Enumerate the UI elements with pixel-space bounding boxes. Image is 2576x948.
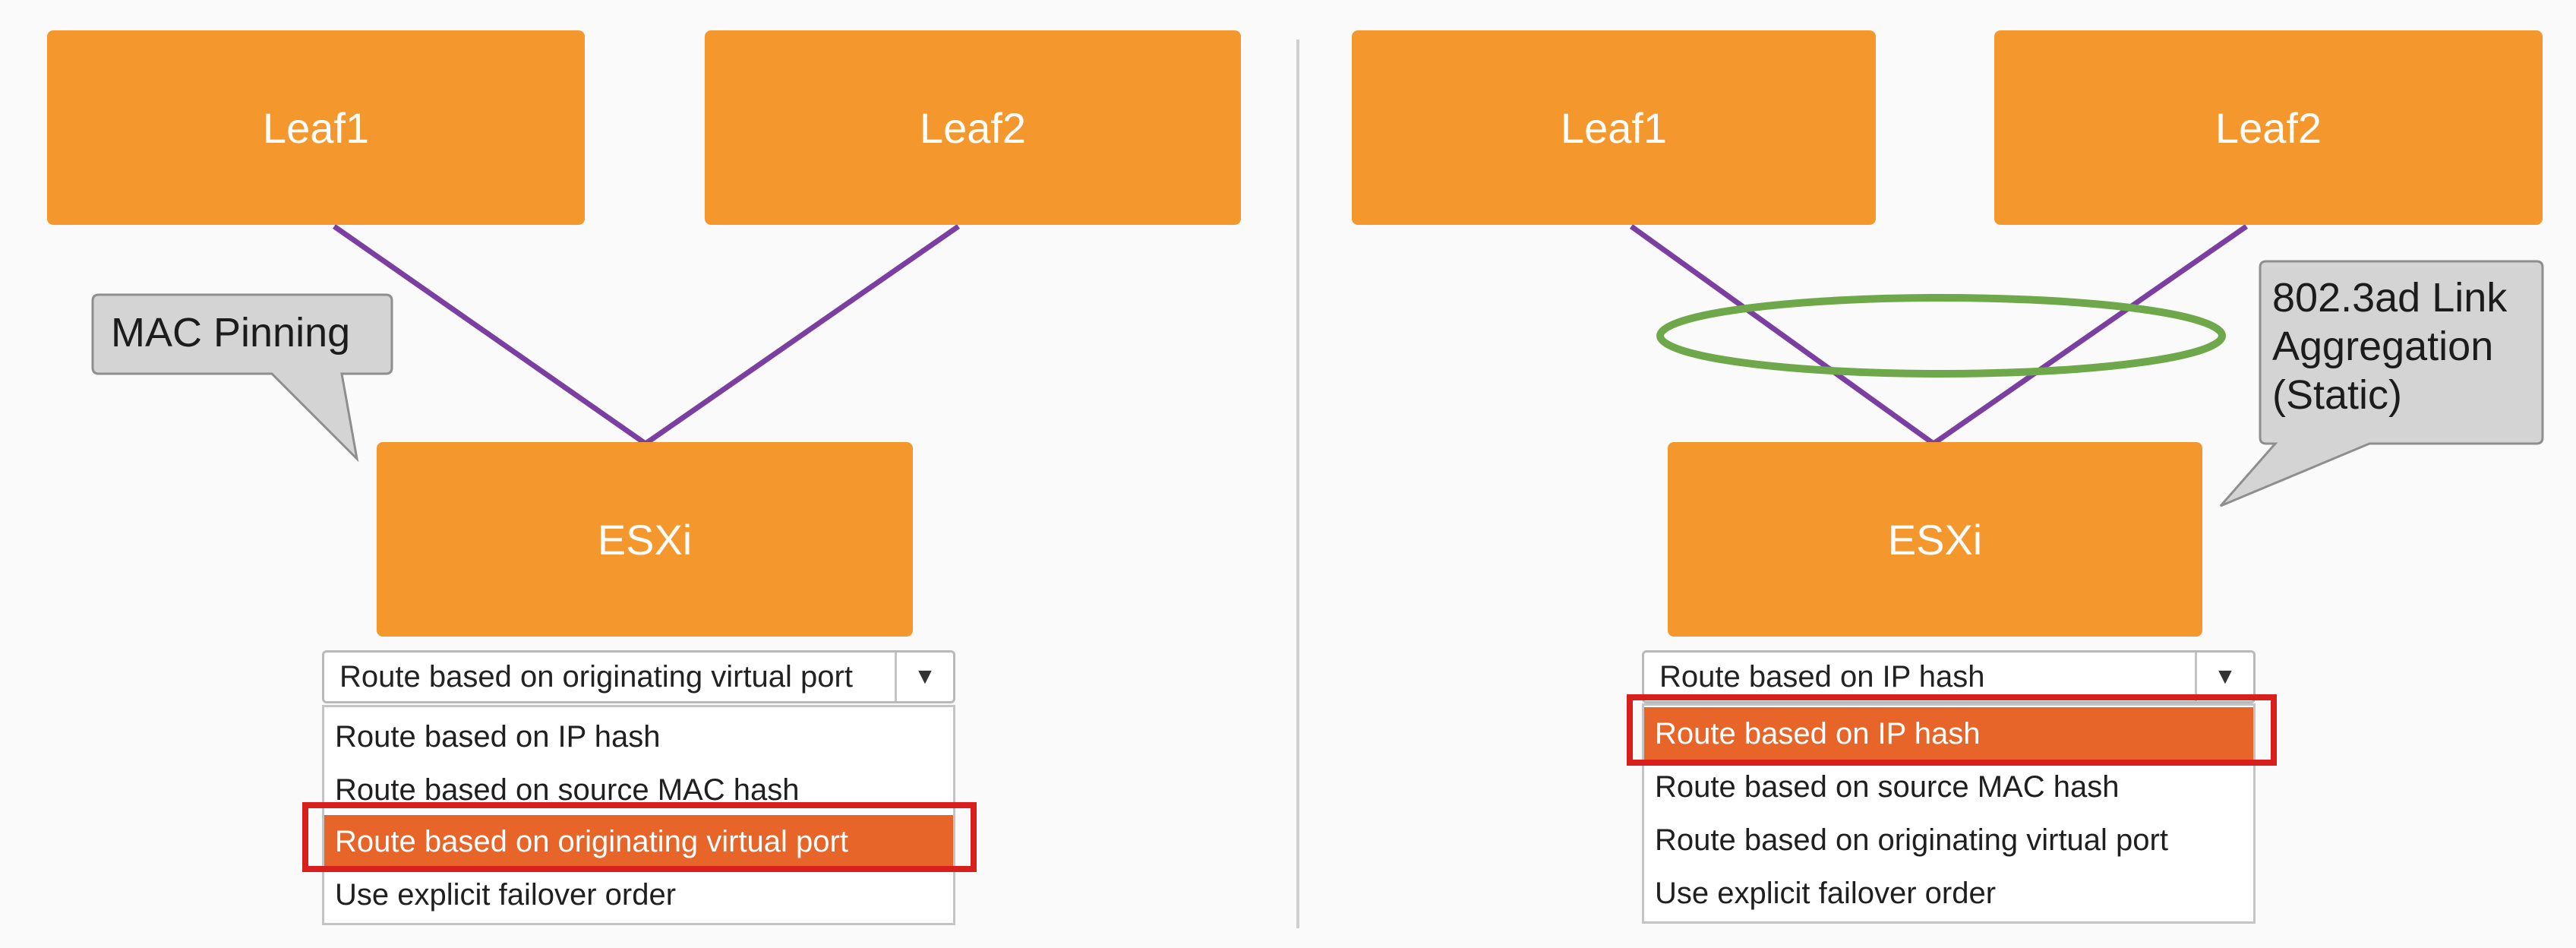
right-link-leaf1-esxi: [1629, 224, 1936, 446]
esxi-label: ESXi: [597, 515, 693, 564]
esxi-label: ESXi: [1887, 515, 1983, 564]
select-value: Route based on IP hash: [1659, 659, 1985, 694]
right-panel-link-aggregation: Leaf1 Leaf2 ESXi 802.3ad Link Aggregatio…: [1306, 0, 2576, 948]
esxi-host: ESXi: [1668, 442, 2202, 637]
left-panel-mac-pinning: Leaf1 Leaf2 ESXi MAC Pinning Route based…: [47, 30, 1241, 925]
callout-text: 802.3ad Link Aggregation (Static): [2272, 273, 2507, 419]
esxi-host: ESXi: [377, 442, 913, 637]
left-link-leaf2-esxi: [644, 224, 960, 446]
left-links: [332, 224, 960, 446]
option-originating-virtual-port[interactable]: Route based on originating virtual port: [1655, 823, 2168, 857]
option-source-mac-hash[interactable]: Route based on source MAC hash: [335, 773, 800, 807]
right-link-leaf2-esxi: [1932, 224, 2248, 446]
select-value: Route based on originating virtual port: [339, 659, 853, 694]
callout-line-1: 802.3ad Link: [2272, 275, 2508, 321]
leaf2-switch: Leaf2: [1994, 30, 2543, 225]
teaming-policy-menu: Route based on IP hash Route based on so…: [1642, 703, 2256, 924]
right-links: [1629, 224, 2248, 446]
left-link-leaf1-esxi: [332, 224, 648, 446]
callout-line-2: Aggregation: [2272, 324, 2494, 369]
callout-text: MAC Pinning: [111, 310, 351, 356]
chevron-down-icon[interactable]: ▼: [2195, 653, 2253, 701]
leaf1-switch: Leaf1: [47, 30, 585, 225]
leaf2-switch: Leaf2: [705, 30, 1241, 225]
option-explicit-failover[interactable]: Use explicit failover order: [1655, 876, 1997, 910]
chevron-down-icon[interactable]: ▼: [895, 653, 953, 701]
highlight-box: [1627, 694, 2277, 766]
leaf1-switch: Leaf1: [1352, 30, 1876, 225]
lag-ellipse: [1656, 294, 2226, 378]
leaf1-label: Leaf1: [1560, 103, 1668, 152]
option-explicit-failover[interactable]: Use explicit failover order: [335, 877, 677, 912]
leaf2-label: Leaf2: [2215, 103, 2322, 152]
leaf2-label: Leaf2: [919, 103, 1027, 152]
option-source-mac-hash[interactable]: Route based on source MAC hash: [1655, 769, 2120, 804]
option-originating-virtual-port[interactable]: Route based on originating virtual port: [324, 815, 953, 868]
link-aggregation-callout: 802.3ad Link Aggregation (Static): [2218, 258, 2544, 509]
leaf1-label: Leaf1: [262, 103, 370, 152]
panel-divider: [1296, 40, 1299, 928]
teaming-policy-select[interactable]: Route based on originating virtual port …: [322, 650, 955, 703]
callout-line-3: (Static): [2272, 372, 2403, 418]
mac-pinning-callout: MAC Pinning: [91, 292, 395, 466]
callout-bubble: [2219, 260, 2544, 507]
option-ip-hash[interactable]: Route based on IP hash: [1644, 707, 2253, 760]
option-ip-hash[interactable]: Route based on IP hash: [335, 719, 661, 754]
highlight-box: [302, 802, 977, 872]
teaming-policy-menu: Route based on IP hash Route based on so…: [322, 705, 955, 925]
callout-bubble: [91, 293, 393, 463]
